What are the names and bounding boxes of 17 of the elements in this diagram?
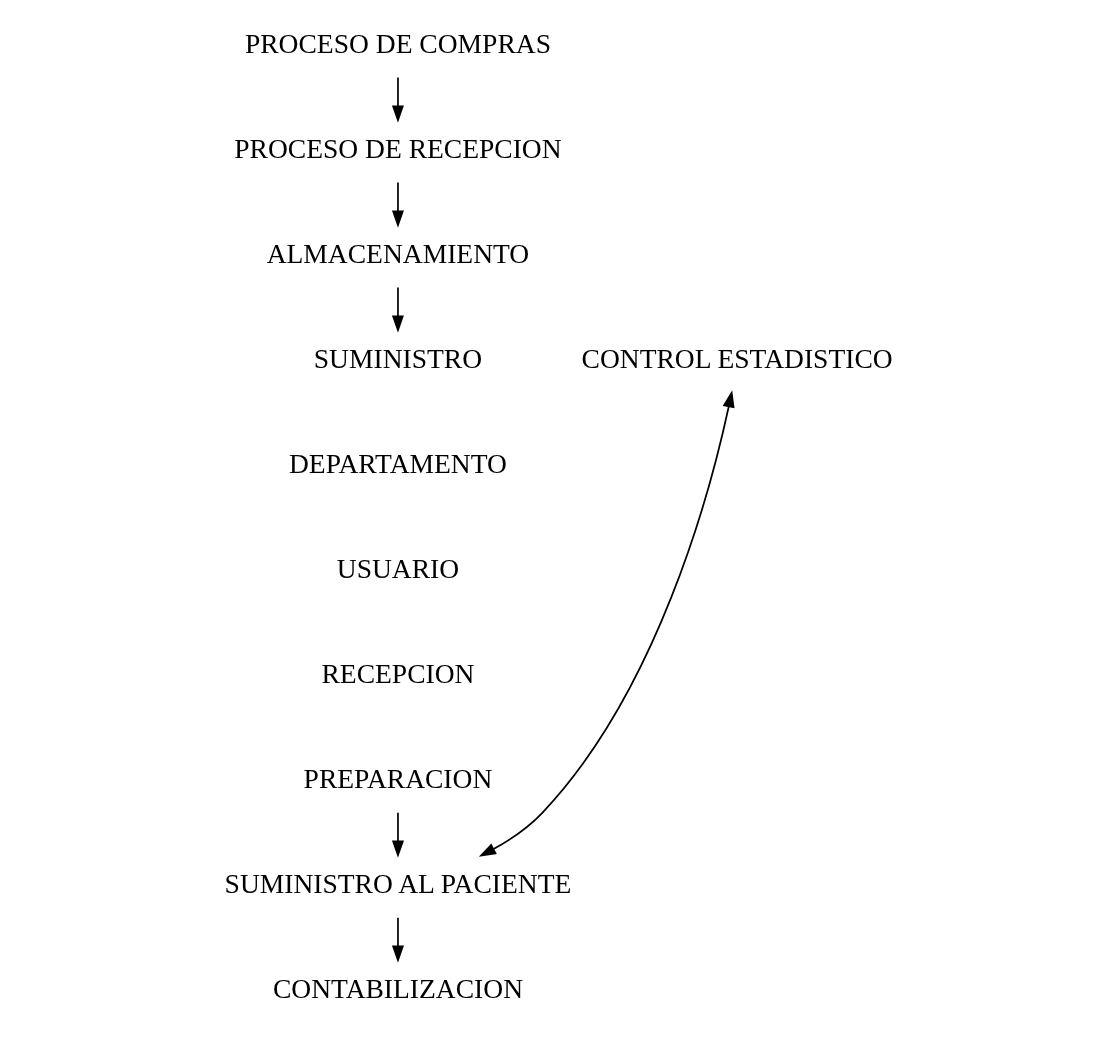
node-text: RECEPCION: [320, 658, 474, 690]
node-text: SUMINISTRO: [313, 343, 482, 375]
arrow: [391, 811, 404, 858]
node-text: PROCESO DE RECEPCION: [233, 132, 562, 164]
arrow: [478, 390, 735, 857]
node-text: CONTABILIZACION: [272, 973, 523, 1005]
arrow: [391, 181, 404, 228]
node-text: PREPARACION: [303, 763, 492, 795]
node-text: SUMINISTRO AL PACIENTE: [224, 868, 571, 900]
node-text: USUARIO: [336, 553, 459, 585]
arrow: [391, 76, 404, 123]
arrow: [391, 916, 404, 963]
node-text: CONTROL ESTADISTICO: [581, 343, 893, 375]
node-text: DEPARTAMENTO: [288, 448, 507, 480]
node-text: ALMACENAMIENTO: [266, 238, 529, 269]
node-text: PROCESO DE COMPRAS: [244, 27, 551, 59]
arrow: [391, 286, 404, 333]
